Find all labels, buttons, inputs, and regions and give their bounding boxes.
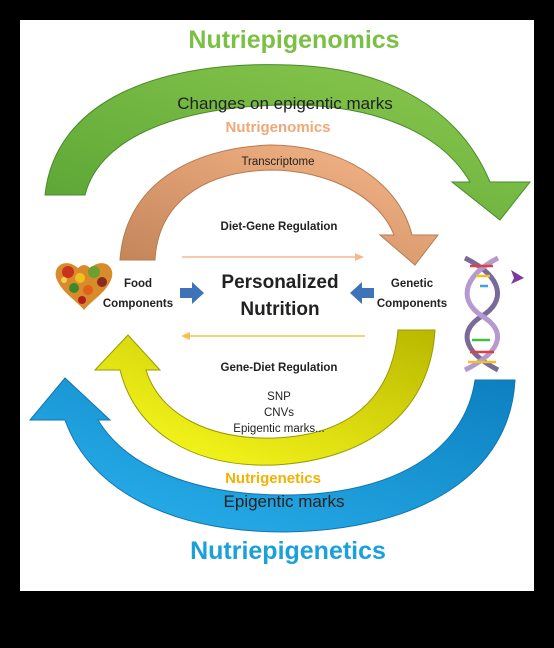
- gene-diet-arrow: [181, 332, 365, 340]
- epigentic-marks-label: Epigentic marks: [223, 492, 345, 511]
- gene-diet-label: Gene-Diet Regulation: [220, 362, 338, 374]
- diagram-panel: Nutriepigenomics Changes on epigentic ma…: [20, 20, 534, 591]
- snp-label: SNP: [267, 391, 291, 403]
- nutriepigenetics-arrow: [28, 377, 516, 533]
- nutrition-label: Nutrition: [240, 299, 320, 320]
- diagram-canvas: [28, 64, 532, 533]
- nutrigenetics-label: Nutrigenetics: [225, 470, 321, 487]
- nutriepigenomics-label: Nutriepigenomics: [188, 26, 400, 54]
- nutrigenetics-arrow: [93, 329, 436, 466]
- fruit-vegetable-heart-icon: [55, 263, 113, 310]
- personalized-label: Personalized: [221, 272, 339, 293]
- nutriepigenetics-label: Nutriepigenetics: [190, 537, 386, 565]
- dna-helix-icon: [463, 255, 500, 373]
- food-to-center-arrow: [180, 282, 204, 304]
- genetic-components-label-line1: Genetic: [390, 278, 434, 290]
- transcriptome-label: Transcriptome: [241, 156, 315, 168]
- nutriepigenomics-arrow: [44, 64, 532, 221]
- diet-gene-label: Diet-Gene Regulation: [220, 221, 338, 233]
- food-components-label-line2: Components: [102, 298, 174, 310]
- nutrigenomics-arrow: [119, 144, 440, 266]
- genetic-to-center-arrow: [350, 282, 374, 304]
- nutrigenomics-label: Nutrigenomics: [225, 119, 331, 136]
- changes-epigenetic-label: Changes on epigentic marks: [177, 94, 393, 113]
- cursor-icon: [511, 270, 524, 284]
- diet-gene-arrow: [182, 253, 364, 261]
- genetic-components-label-line2: Components: [376, 298, 448, 310]
- cnvs-label: CNVs: [263, 407, 295, 419]
- food-components-label-line1: Food: [123, 278, 153, 290]
- epigentic-marks-small-label: Epigentic marks...: [233, 423, 325, 435]
